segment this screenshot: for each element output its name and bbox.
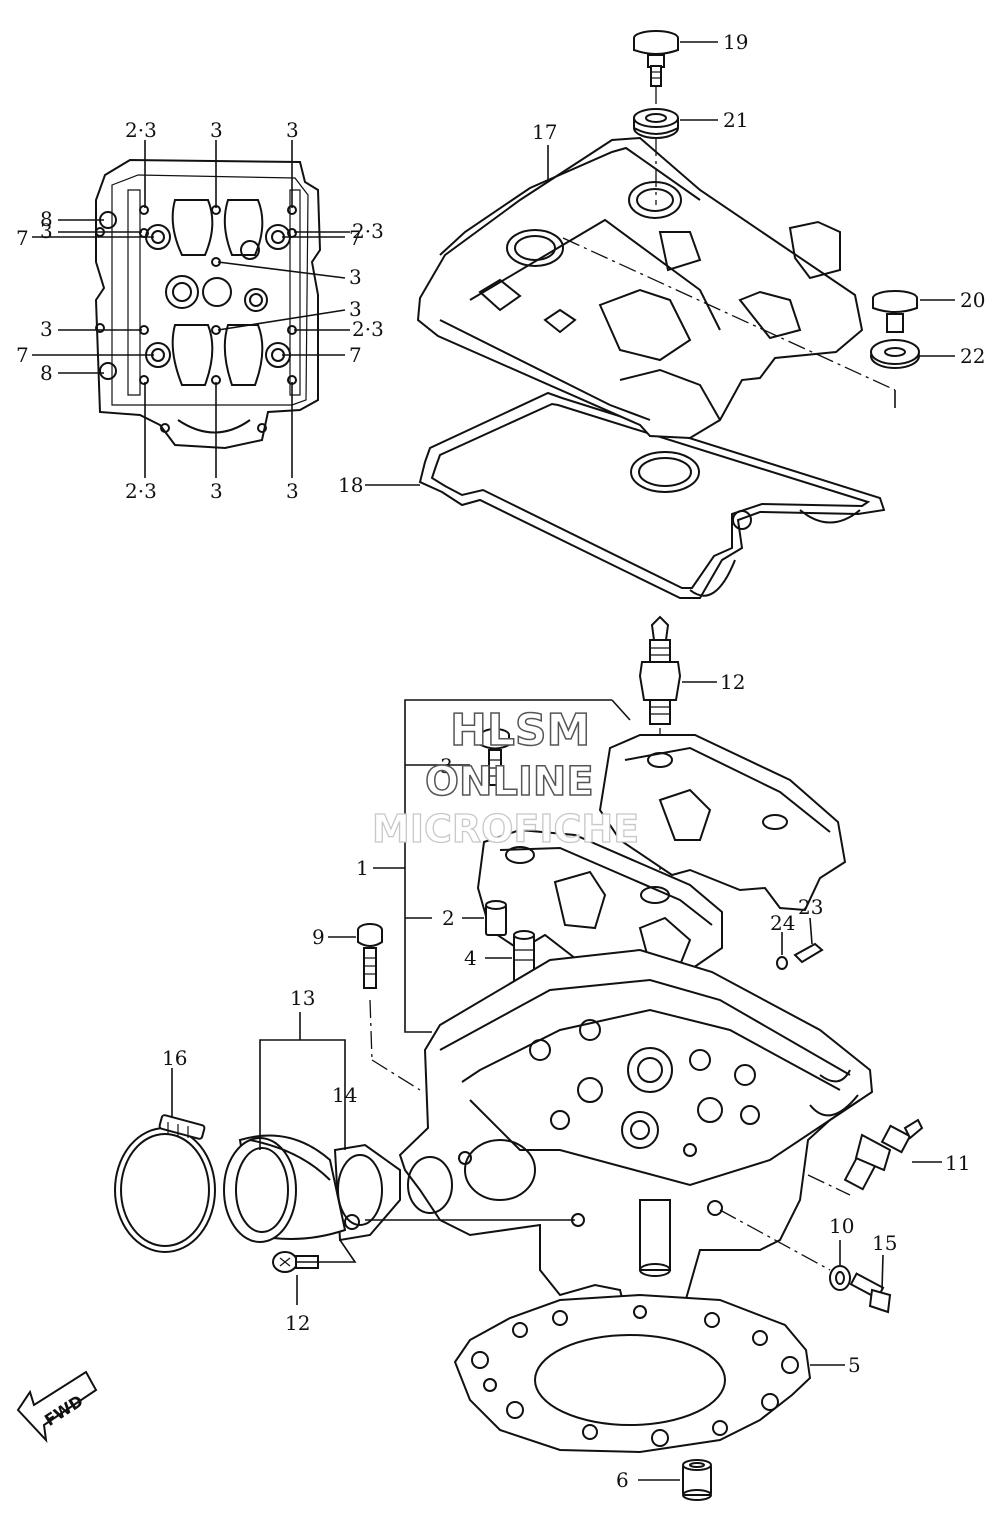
valve-cover-assembly: 19 21 17 20 22 18 [338,30,985,599]
callout-3-top-right: 3 [286,118,299,142]
callout-16: 16 [162,1046,187,1070]
callout-1: 1 [356,856,369,880]
cover-bolt-19 [633,30,679,87]
callout-13: 13 [290,986,315,1010]
callout-3-bottom-center: 3 [210,479,223,503]
callout-12-right: 11 [945,1151,970,1175]
oil-jet-23 [793,917,824,964]
intake-pipe-14 [223,1134,401,1243]
callout-3-bottom-right: 3 [286,479,299,503]
callout-17: 17 [532,120,557,144]
fwd-arrow-icon: FWD [16,1370,98,1443]
callout-3-left-upper: 3 [40,219,53,243]
callout-3-mid-lower: 3 [349,297,362,321]
callout-6: 6 [616,1468,629,1492]
callout-2-3-right-upper: 2·3 [352,219,384,243]
dowel-6 [638,1459,712,1501]
callout-2-3-right-lower: 2·3 [352,317,384,341]
callout-18: 18 [338,473,363,497]
grommet-21 [633,108,679,139]
callout-3-left-lower: 3 [40,317,53,341]
callout-7-lower-left: 7 [16,343,29,367]
callout-23: 23 [798,895,823,919]
callout-2-3-bottom-left: 2·3 [125,479,157,503]
callout-20: 20 [960,288,985,312]
callout-7-lower-right: 7 [349,343,362,367]
bolt-9 [328,923,383,989]
watermark-line-2: ONLINE [425,759,594,805]
watermark-line-1: HLSM [450,705,590,756]
callout-14: 14 [332,1083,357,1107]
valve-cover-shape [416,136,864,440]
o-ring-24 [776,932,788,970]
callout-19: 19 [723,30,748,54]
callout-2: 2 [442,906,455,930]
callout-3-mid-upper: 3 [349,265,362,289]
watermark: HLSM ONLINE MICROFICHE [371,704,639,851]
dowel-pin-2 [485,900,507,936]
washer-11 [829,1240,851,1291]
callout-11: 10 [829,1214,854,1238]
callout-3-cam-bolt: 3 [440,754,453,778]
callout-10: 15 [872,1231,897,1255]
cam-holder-bolt-3 [480,728,510,786]
callout-3-top-center: 3 [210,118,223,142]
callout-8-upper: 8 [40,207,53,231]
callout-5: 5 [848,1353,861,1377]
callout-7-upper-right: 7 [349,226,362,250]
callout-15: 12 [285,1311,310,1335]
callout-12-top: 12 [720,670,745,694]
cover-gasket-shape [418,391,886,599]
callout-21: 21 [723,108,748,132]
spark-plug-right [843,1118,942,1191]
spark-plug-top: 12 [638,615,745,725]
washer-22 [870,339,920,369]
watermark-line-3: MICROFICHE [372,807,639,851]
callout-4: 4 [464,946,477,970]
callout-8-lower: 8 [40,361,53,385]
clamp-16 [114,1114,216,1253]
head-bolt-sequence-view: 2·3 3 3 8 7 7 3 2·3 3 3 3 2·3 7 7 8 2·3 … [16,118,384,503]
cylinder-head [398,948,874,1342]
cover-bolt-20 [872,290,918,333]
callout-22: 22 [960,344,985,368]
callout-2-3-top-left: 2·3 [125,118,157,142]
callout-9: 9 [312,925,325,949]
sequence-leaders [32,140,350,478]
callout-24: 24 [770,911,795,935]
head-gasket-5 [453,1293,845,1454]
callout-7-upper-left: 7 [16,226,29,250]
bolt-10 [849,1254,892,1314]
